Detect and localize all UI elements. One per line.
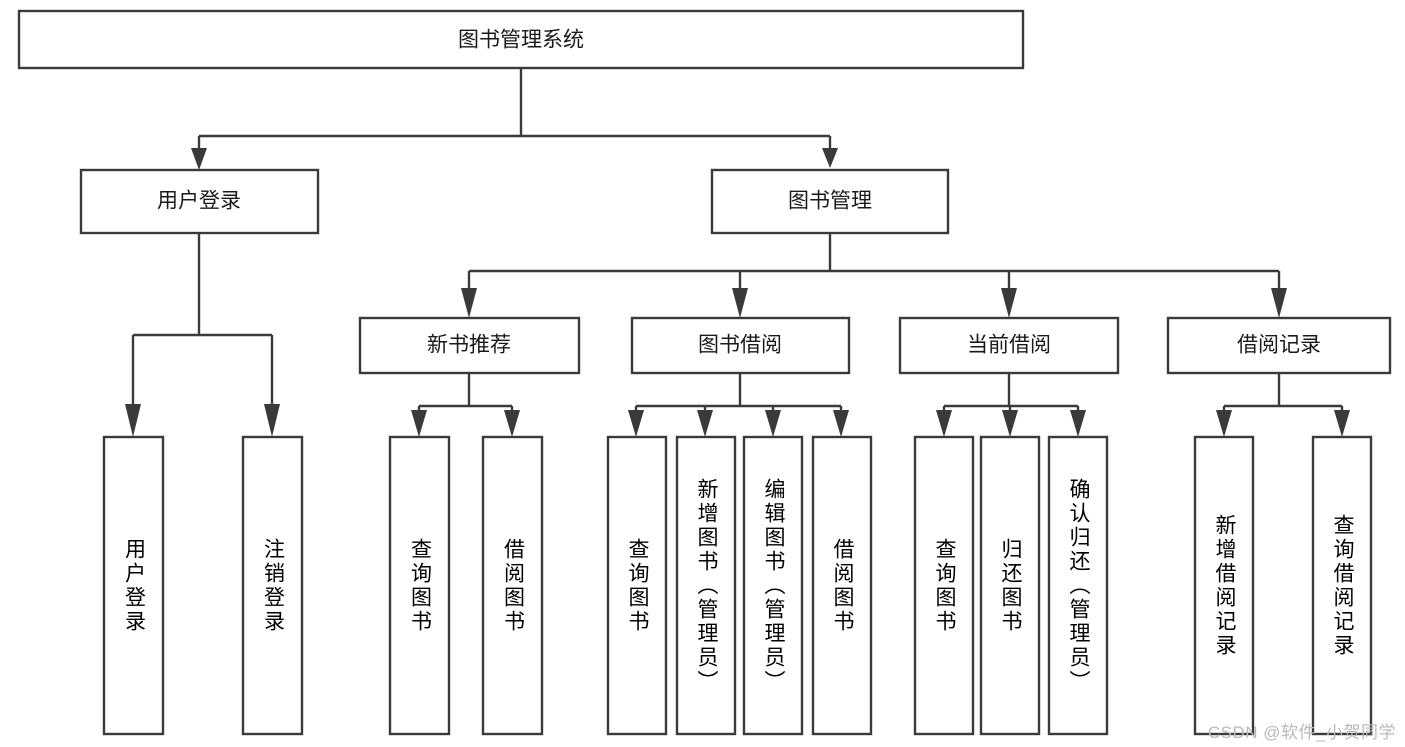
book-manage-box[interactable]: [710, 168, 950, 235]
leaf-current-query-label: 查询图书: [933, 537, 956, 634]
leaf-node-logout[interactable]: 注销登录: [241, 435, 304, 736]
arrowhead-leaf-user-login: [125, 404, 141, 437]
arrowhead-borrow-add: [697, 410, 713, 437]
arrowhead-borrow-edit: [765, 410, 781, 437]
root-box[interactable]: [17, 9, 1025, 70]
arrowhead-current-return: [1002, 410, 1018, 437]
leaf-node-current-return[interactable]: 归还图书: [979, 435, 1041, 736]
leaf-user-login-box[interactable]: [102, 435, 165, 736]
leaf-borrow-lend-box[interactable]: [811, 435, 873, 736]
leaf-node-borrow-add[interactable]: 新增图书（管理员）: [675, 435, 737, 736]
leaf-borrow-query-box[interactable]: [606, 435, 668, 736]
leaf-borrow-edit-label: 编辑图书（管理员）: [762, 477, 785, 694]
arrowhead-book-borrow: [732, 288, 748, 318]
arrowhead-leaf-logout: [264, 404, 280, 437]
arrowhead-borrow-record: [1271, 288, 1287, 318]
leaf-recommend-query-label: 查询图书: [408, 537, 432, 634]
leaf-current-return-label: 归还图书: [999, 537, 1022, 634]
leaf-borrow-add-box[interactable]: [675, 435, 737, 736]
root-label: 图书管理系统: [458, 29, 584, 52]
leaf-node-borrow-edit[interactable]: 编辑图书（管理员）: [742, 435, 804, 736]
book-borrow-label: 图书借阅: [698, 334, 782, 357]
node-user-login[interactable]: 用户登录: [79, 168, 320, 235]
arrowhead-borrow-lend: [833, 410, 849, 437]
node-current-borrow[interactable]: 当前借阅: [898, 316, 1120, 375]
leaf-record-add-label: 新增借阅记录: [1213, 513, 1236, 658]
borrow-record-label: 借阅记录: [1237, 334, 1321, 357]
node-book-borrow[interactable]: 图书借阅: [630, 316, 851, 375]
node-root[interactable]: 图书管理系统: [17, 9, 1025, 70]
leaf-logout-label: 注销登录: [261, 537, 285, 634]
leaf-borrow-add-label: 新增图书（管理员）: [695, 477, 718, 694]
user-login-label: 用户登录: [157, 190, 241, 213]
arrowhead-record-query: [1334, 410, 1350, 437]
new-book-recommend-label: 新书推荐: [427, 334, 511, 357]
arrowhead-new-book-recommend: [461, 288, 477, 318]
leaf-node-recommend-borrow[interactable]: 借阅图书: [481, 435, 544, 736]
leaf-node-current-confirm[interactable]: 确认归还（管理员）: [1047, 435, 1109, 736]
user-login-box[interactable]: [79, 168, 320, 235]
leaf-logout-box[interactable]: [241, 435, 304, 736]
arrowhead-borrow-query: [628, 410, 644, 437]
leaf-node-record-add[interactable]: 新增借阅记录: [1193, 435, 1255, 736]
book-borrow-box[interactable]: [630, 316, 851, 375]
leaf-record-query-label: 查询借阅记录: [1331, 513, 1354, 658]
leaf-user-login-label: 用户登录: [122, 537, 146, 634]
current-borrow-label: 当前借阅: [967, 334, 1051, 357]
arrowhead-current-confirm: [1070, 410, 1086, 437]
leaf-current-query-box[interactable]: [913, 435, 975, 736]
arrowhead-user-login: [191, 148, 207, 170]
leaf-node-borrow-lend[interactable]: 借阅图书: [811, 435, 873, 736]
leaf-node-borrow-query[interactable]: 查询图书: [606, 435, 668, 736]
leaf-borrow-edit-box[interactable]: [742, 435, 804, 736]
arrowhead-recommend-borrow: [504, 410, 520, 437]
node-book-manage[interactable]: 图书管理: [710, 168, 950, 235]
leaf-node-record-query[interactable]: 查询借阅记录: [1311, 435, 1373, 736]
leaf-current-confirm-label: 确认归还（管理员）: [1067, 477, 1090, 694]
leaf-borrow-query-label: 查询图书: [626, 537, 649, 634]
leaf-current-confirm-box[interactable]: [1047, 435, 1109, 736]
node-borrow-record[interactable]: 借阅记录: [1166, 316, 1392, 375]
current-borrow-box[interactable]: [898, 316, 1120, 375]
borrow-record-box[interactable]: [1166, 316, 1392, 375]
book-manage-label: 图书管理: [788, 190, 872, 213]
leaf-node-current-query[interactable]: 查询图书: [913, 435, 975, 736]
leaf-recommend-borrow-box[interactable]: [481, 435, 544, 736]
leaf-current-return-box[interactable]: [979, 435, 1041, 736]
leaf-record-query-box[interactable]: [1311, 435, 1373, 736]
new-book-recommend-box[interactable]: [358, 316, 581, 375]
arrowhead-recommend-query: [411, 410, 427, 437]
connector-layer: [125, 68, 1350, 437]
leaf-recommend-query-box[interactable]: [388, 435, 451, 736]
leaf-recommend-borrow-label: 借阅图书: [501, 537, 525, 634]
arrowhead-current-borrow: [1001, 288, 1017, 318]
leaf-node-user-login[interactable]: 用户登录: [102, 435, 165, 736]
leaf-record-add-box[interactable]: [1193, 435, 1255, 736]
arrowhead-record-add: [1216, 410, 1232, 437]
node-new-book-recommend[interactable]: 新书推荐: [358, 316, 581, 375]
leaf-borrow-lend-label: 借阅图书: [831, 537, 854, 634]
leaf-node-recommend-query[interactable]: 查询图书: [388, 435, 451, 736]
arrowhead-book-manage: [822, 148, 838, 168]
arrowhead-current-query: [936, 410, 952, 437]
